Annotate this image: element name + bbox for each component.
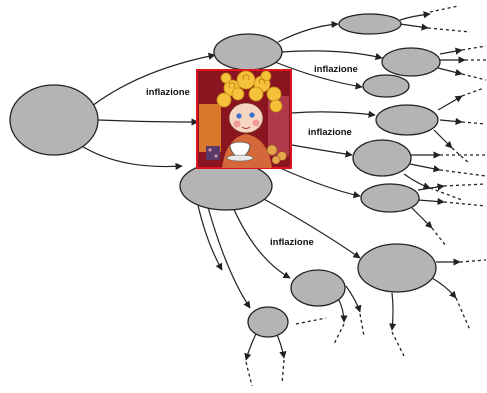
node-d bbox=[375, 104, 439, 136]
edge-a-out-2 bbox=[399, 23, 429, 31]
node-h bbox=[290, 269, 346, 307]
node-e bbox=[352, 139, 412, 177]
edge-g-out-2 bbox=[431, 277, 457, 299]
edge-center-to-d bbox=[291, 110, 376, 118]
edge-top-to-c bbox=[274, 61, 363, 90]
nodes bbox=[9, 13, 441, 338]
node-f bbox=[360, 183, 420, 213]
edge-center-to-f bbox=[279, 167, 361, 199]
cartoon-illustration bbox=[196, 69, 292, 169]
edge-f-out-2 bbox=[417, 197, 445, 206]
label-inflazione-2: inflazione bbox=[314, 64, 358, 75]
node-b bbox=[381, 47, 441, 77]
edge-e-out-2 bbox=[409, 163, 441, 173]
labels: inflazione inflazione inflazione inflazi… bbox=[146, 64, 358, 248]
edge-root-to-center bbox=[97, 118, 199, 126]
edge-top-to-a bbox=[277, 20, 339, 43]
label-inflazione-1: inflazione bbox=[146, 87, 190, 98]
node-top bbox=[213, 33, 283, 71]
edge-h-out-2 bbox=[345, 285, 362, 313]
edge-lower-to-i bbox=[205, 199, 251, 309]
label-inflazione-4: inflazione bbox=[270, 237, 314, 248]
edge-f-out-3 bbox=[411, 207, 433, 229]
edge-d-out-3 bbox=[433, 129, 453, 149]
dashed-continuations bbox=[245, 5, 487, 387]
node-root bbox=[9, 84, 99, 156]
edge-lower-to-g bbox=[261, 197, 361, 259]
node-i bbox=[247, 306, 289, 338]
edge-root-to-lower bbox=[79, 144, 183, 171]
edge-center-to-e bbox=[291, 144, 353, 158]
node-lower bbox=[179, 161, 273, 211]
node-a bbox=[338, 13, 402, 35]
edge-a-out-1 bbox=[399, 11, 431, 21]
edge-d-out-1 bbox=[437, 95, 463, 111]
edge-top-to-b bbox=[281, 50, 383, 61]
edge-root-to-top bbox=[91, 52, 216, 107]
node-g bbox=[357, 243, 437, 293]
edge-b-out-1 bbox=[439, 47, 463, 55]
edge-b-out-3 bbox=[437, 67, 463, 76]
edge-g-out-3 bbox=[389, 292, 397, 331]
node-c bbox=[362, 74, 410, 98]
edge-i-out-1 bbox=[244, 333, 257, 361]
label-inflazione-3: inflazione bbox=[308, 127, 352, 138]
edge-e-out-3 bbox=[403, 173, 431, 190]
edge-h-out-1 bbox=[337, 297, 348, 323]
edge-lower-to-h bbox=[231, 204, 291, 279]
edge-d-out-2 bbox=[439, 117, 463, 125]
